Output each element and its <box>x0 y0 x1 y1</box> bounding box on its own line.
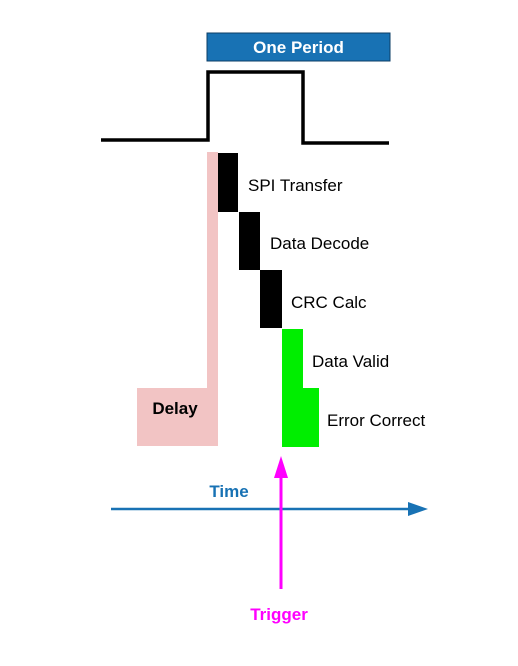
time-axis-label: Time <box>209 482 248 501</box>
trigger-label: Trigger <box>250 605 308 624</box>
stage-block-crc-calc <box>260 270 282 328</box>
delay-shape <box>137 152 218 446</box>
stage-label-crc-calc: CRC Calc <box>291 293 367 312</box>
period-waveform <box>101 70 389 145</box>
time-axis: Time <box>111 482 428 516</box>
stage-block-spi-transfer <box>218 153 238 212</box>
period-header: One Period <box>206 32 391 62</box>
stage-data-decode: Data Decode <box>239 212 369 270</box>
stage-label-error-correct: Error Correct <box>327 411 426 430</box>
trigger: Trigger <box>250 456 308 624</box>
stage-label-data-valid: Data Valid <box>312 352 389 371</box>
period-header-box <box>206 32 391 62</box>
stage-label-spi-transfer: SPI Transfer <box>248 176 343 195</box>
delay-label: Delay <box>152 399 198 418</box>
stage-spi-transfer: SPI Transfer <box>218 153 343 212</box>
stage-data-valid: Data Valid <box>282 329 389 388</box>
stage-block-data-decode <box>239 212 260 270</box>
trigger-arrowhead <box>274 456 288 478</box>
stage-crc-calc: CRC Calc <box>260 270 367 328</box>
delay-region: Delay <box>137 152 218 446</box>
stage-block-error-correct <box>282 388 319 447</box>
time-axis-arrowhead <box>408 502 428 516</box>
stage-error-correct: Error Correct <box>282 388 426 447</box>
stage-label-data-decode: Data Decode <box>270 234 369 253</box>
period-header-label: One Period <box>253 38 344 57</box>
stage-block-data-valid <box>282 329 303 388</box>
